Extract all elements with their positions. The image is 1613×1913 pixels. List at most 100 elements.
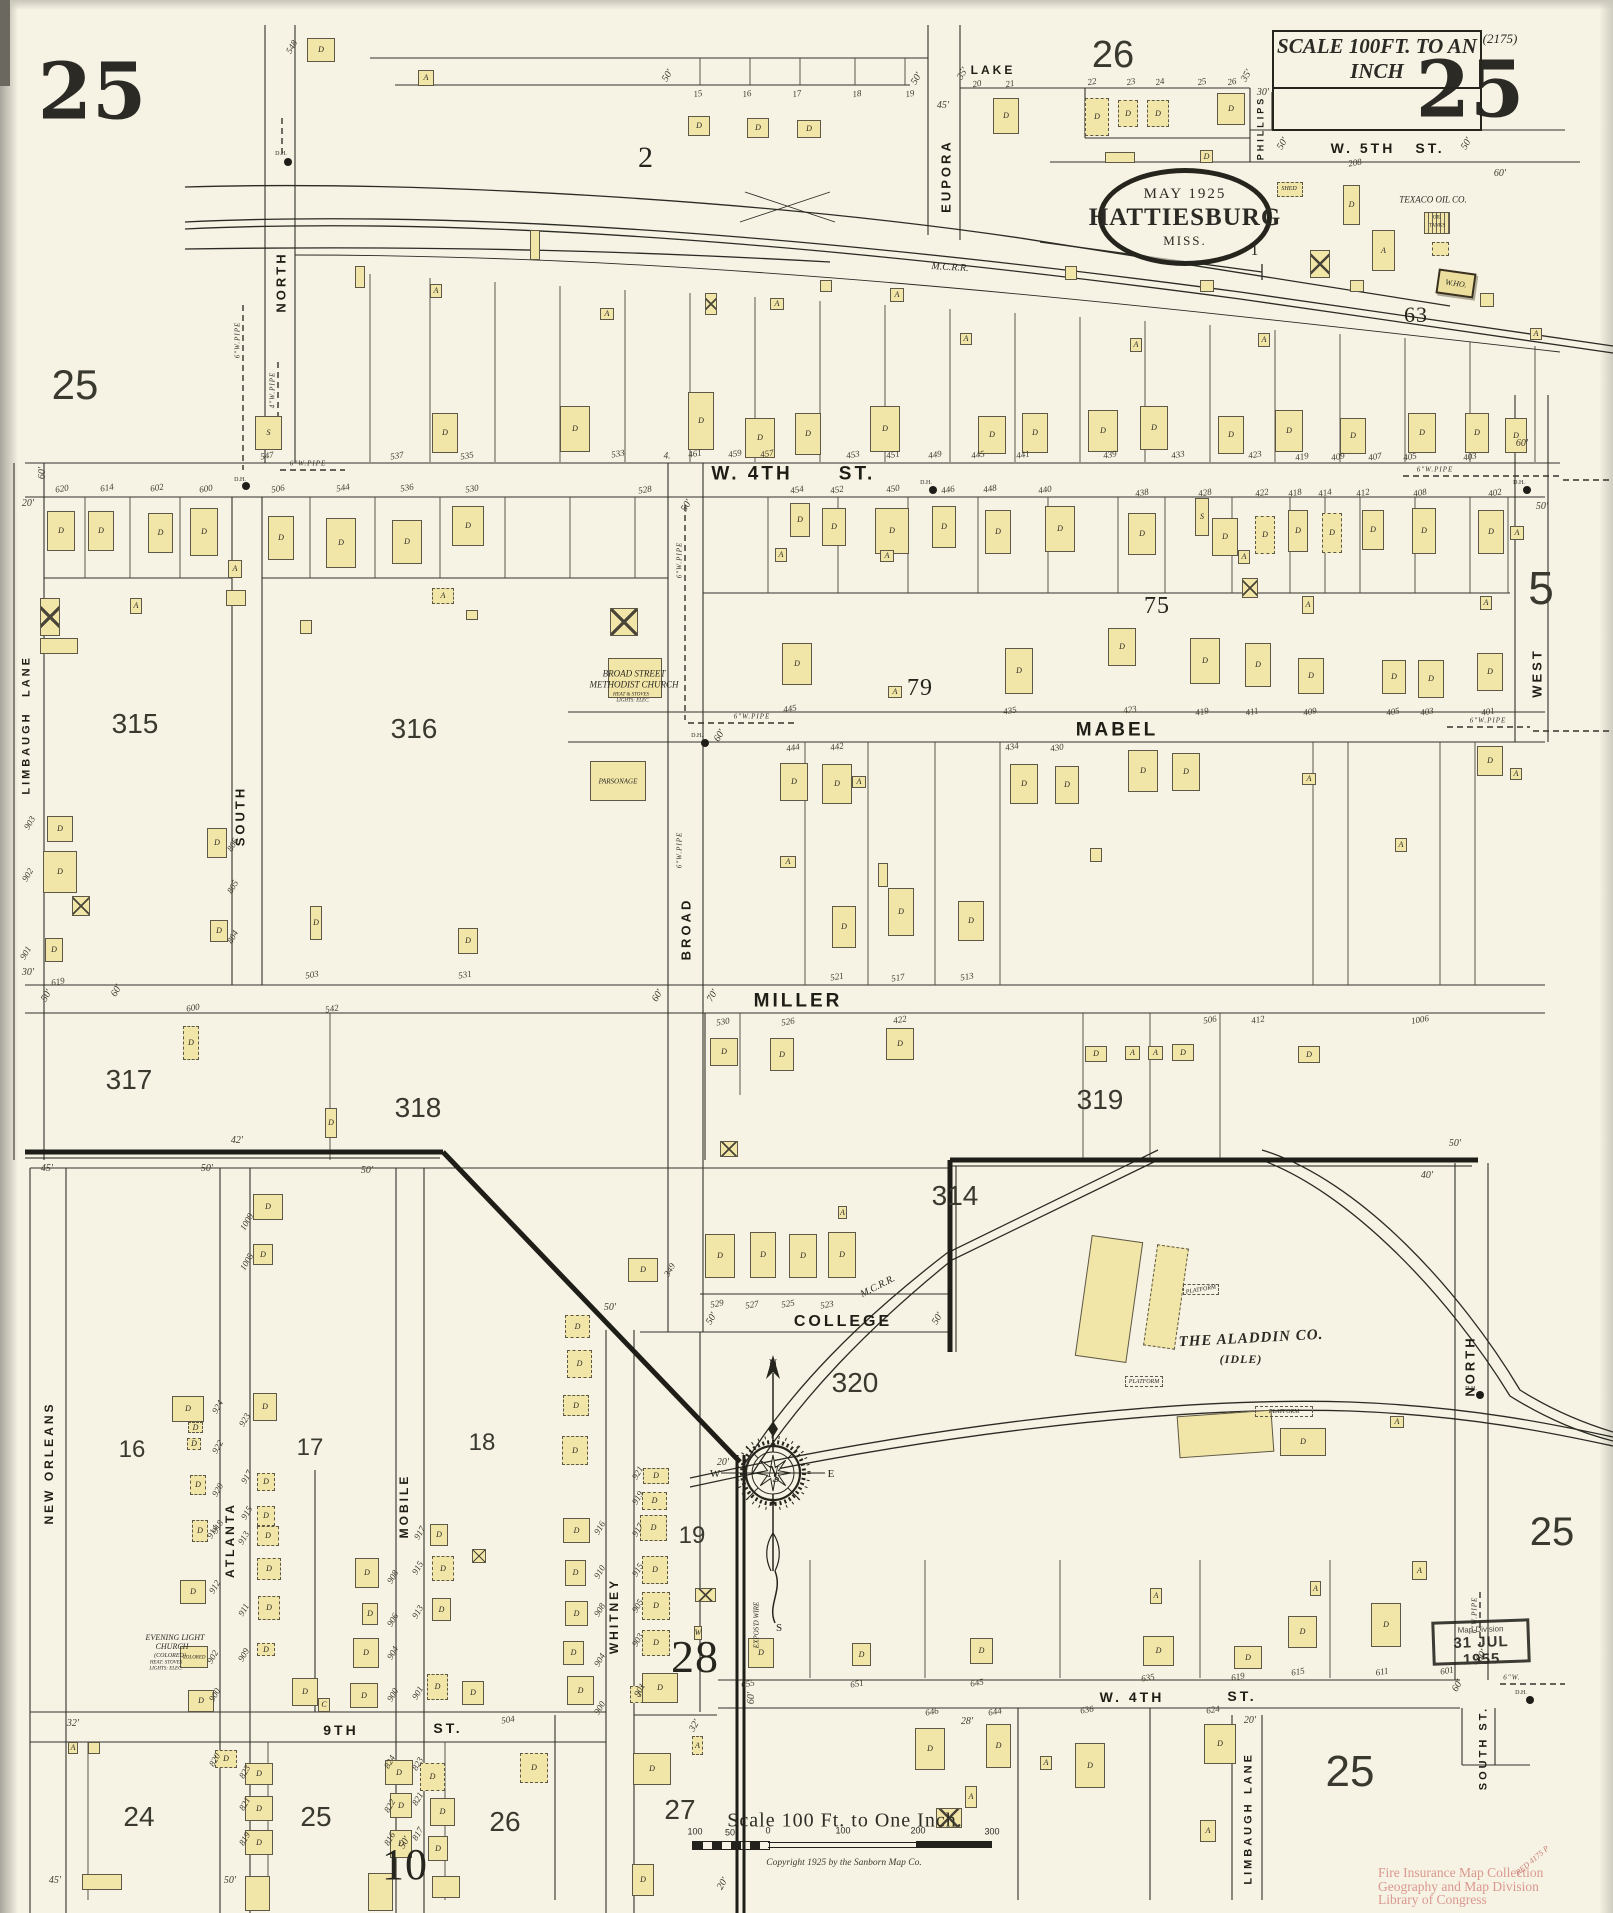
house-number: 15 [692,87,704,100]
house-number: 915 [238,1504,255,1522]
house-number: 645 [969,1676,985,1689]
map-label: 25 [300,1801,332,1832]
building-letter: S [637,1689,642,1699]
building: D [789,1234,817,1278]
building-letter: D [367,1609,373,1618]
building-letter: D [436,1530,442,1539]
map-label: 2 [638,141,654,174]
building: D [1298,658,1324,694]
building-letter: D [1348,200,1355,209]
building-letter: D [1350,431,1356,440]
title-oval: MAY 1925 HATTIESBURG MISS. [1089,168,1280,266]
house-number: 922 [209,1438,226,1456]
building-letter: D [1183,767,1189,776]
building: D [932,506,956,548]
house-number: 820 [206,1751,223,1769]
street-name: WEST [1529,648,1545,698]
building: D [1234,1646,1262,1669]
dimension: 60' [108,982,125,999]
house-number: 531 [457,968,473,981]
house-number: 434 [1004,740,1020,753]
building-letter: D [1151,423,1157,432]
building: D [1275,410,1303,452]
house-number: 624 [1205,1703,1221,1716]
map-label: PLATFORM [1128,1379,1160,1385]
building-letter: D [572,1568,579,1577]
building-letter: D [927,1744,933,1753]
building-letter: D [361,1690,367,1700]
street-name: NORTH [273,251,289,313]
building-letter: A [1153,1591,1159,1600]
building: D [325,1108,337,1138]
dimension: 32' [686,1717,703,1734]
house-number: 419 [1194,705,1210,718]
street-name: MABEL [1075,719,1159,741]
building-letter: D [577,1685,584,1695]
street-name: LAKE [970,63,1016,77]
street-lines-horizontal [25,57,1580,1766]
building-letter: C [321,1700,327,1709]
building-letter: D [1295,526,1301,535]
building: D [1298,1046,1320,1063]
house-number: 446 [940,483,956,496]
dimension: 45' [40,1163,54,1174]
map-label: 4"W.PIPE [268,371,277,409]
house-number: 917 [629,1521,646,1539]
building-letter: A [1398,840,1404,849]
building-letter: D [650,1523,657,1532]
dimension: 50' [223,1875,237,1886]
building-letter: D [721,1047,727,1056]
map-label: PLATFORM [1185,1284,1217,1296]
building: D [1204,1724,1236,1764]
house-number: 405 [1402,450,1418,463]
building-letter: D [404,537,410,546]
map-label: 27 [664,1794,696,1825]
building: W [694,1626,702,1640]
street-name: W. 5TH [1330,140,1396,156]
building-letter: D [191,1439,197,1448]
building: D [353,1638,379,1668]
dimension: 60' [1515,438,1529,449]
building: D [1412,508,1436,554]
dimension: 20' [21,498,35,509]
building: D [452,506,484,546]
building: D [427,1674,448,1700]
building: D [748,1638,774,1668]
building [466,610,478,620]
map-label: THE ALADDIN CO. [1178,1326,1324,1351]
building: A [1530,328,1542,340]
house-number: 403 [1462,450,1478,463]
building: D [1108,628,1136,666]
building: D [747,118,769,138]
building [1310,250,1330,278]
building [72,896,90,916]
building-letter: D [831,522,837,531]
building: D [1418,660,1444,698]
building: A [852,776,866,788]
building-letter: A [1153,1048,1158,1057]
building: D [430,1524,448,1546]
building-letter: D [57,824,63,833]
building: A [1372,230,1395,271]
building [300,620,312,634]
dimension: 42' [230,1135,244,1146]
house-number: 20 [971,77,983,90]
building: D [350,1683,378,1708]
building-letter: D [263,1644,269,1654]
building: D [640,1515,667,1541]
building-letter: D [1488,527,1494,536]
house-number: 615 [1290,1665,1306,1678]
house-number: 422 [892,1013,908,1026]
building-letter: D [278,533,284,542]
building-letter: D [757,433,763,442]
building-letter: A [1513,769,1519,778]
house-number: 900 [591,1699,608,1717]
map-label: 79 [907,675,933,701]
dimension: 60' [1449,1677,1466,1694]
house-number: 614 [99,481,115,494]
building-letter: D [364,1568,370,1577]
building-letter: D [440,1563,446,1573]
building-letter: D [1286,426,1292,435]
building-letter: D [1016,666,1022,675]
scale-statement: SCALE 100FT. TO AN INCH [1274,34,1480,89]
